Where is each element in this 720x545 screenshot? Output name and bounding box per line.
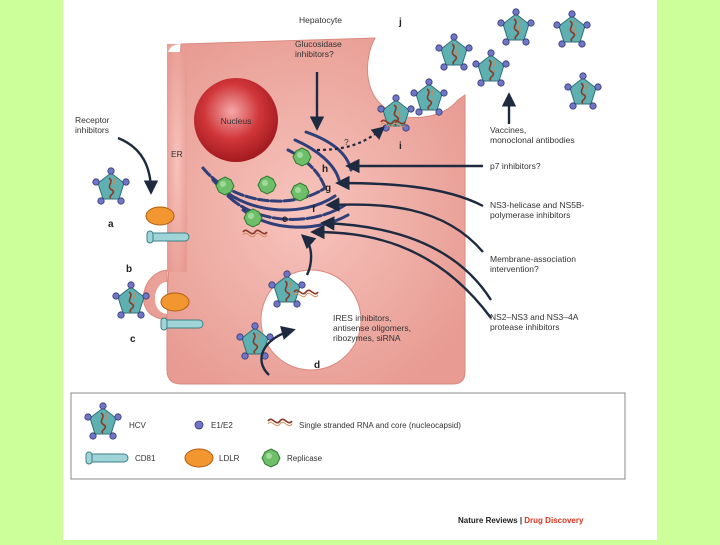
membrane-label-1: Membrane-association bbox=[490, 254, 576, 264]
ires-label-3: ribozymes, siRNA bbox=[333, 333, 401, 343]
step-a: a bbox=[108, 219, 114, 230]
legend-hcv: HCV bbox=[129, 421, 147, 430]
receptor-label-1: Receptor bbox=[75, 115, 110, 125]
hcv-virion-icon bbox=[552, 9, 592, 49]
cd81-receptor bbox=[160, 317, 204, 331]
step-c: c bbox=[130, 334, 136, 345]
p7-label: p7 inhibitors? bbox=[490, 161, 541, 171]
legend-cd81: CD81 bbox=[135, 454, 156, 463]
question-mark: ? bbox=[344, 137, 349, 147]
vaccines-label-1: Vaccines, bbox=[490, 125, 526, 135]
vaccines-label-2: monoclonal antibodies bbox=[490, 135, 575, 145]
ldlr-receptor bbox=[160, 292, 190, 312]
replicase-icon bbox=[257, 175, 277, 195]
step-d: d bbox=[314, 360, 320, 371]
protease-label-1: NS2–NS3 and NS3–4A bbox=[490, 312, 579, 322]
glucosidase-label-2: inhibitors? bbox=[295, 49, 334, 59]
e1e2-legend-icon bbox=[194, 420, 204, 430]
membrane-label-2: intervention? bbox=[490, 264, 539, 274]
protease-label-2: protease inhibitors bbox=[490, 322, 559, 332]
secretory-vesicle bbox=[371, 33, 455, 117]
er-label: ER bbox=[171, 149, 183, 159]
ldlr-legend-icon bbox=[184, 448, 214, 468]
hcv-virion-icon bbox=[496, 7, 536, 47]
inhibition-arrows bbox=[117, 72, 517, 376]
step-e: e bbox=[282, 214, 288, 225]
secretion-arrow bbox=[316, 126, 386, 152]
ldlr-receptor bbox=[145, 206, 175, 226]
ires-label-2: antisense oligomers, bbox=[333, 323, 411, 333]
hcv-virion-icon bbox=[92, 167, 130, 205]
diagram-canvas: Nucleus ER bbox=[70, 7, 626, 525]
ns3-label-1: NS3-helicase and NS5B- bbox=[490, 200, 585, 210]
cd81-legend-icon bbox=[85, 451, 129, 465]
receptor-label-2: inhibitors bbox=[75, 125, 109, 135]
cd81-receptor bbox=[146, 230, 190, 244]
replicase-icon bbox=[290, 182, 310, 202]
legend-rna: Single stranded RNA and core (nucleocaps… bbox=[299, 421, 461, 430]
replicase-icon bbox=[243, 208, 263, 228]
legend-box bbox=[70, 392, 626, 480]
journal-credit: Nature Reviews | Drug Discovery bbox=[458, 516, 584, 525]
hepatocyte-label: Hepatocyte bbox=[299, 15, 342, 25]
hcv-lifecycle-figure: Nucleus ER bbox=[63, 0, 657, 540]
nucleus bbox=[194, 78, 278, 162]
step-g: g bbox=[325, 183, 331, 194]
step-b: b bbox=[126, 264, 132, 275]
step-j: j bbox=[398, 17, 402, 28]
replicase-legend-icon bbox=[261, 448, 281, 468]
step-i: i bbox=[399, 141, 402, 152]
legend-replicase: Replicase bbox=[287, 454, 323, 463]
glucosidase-label-1: Glucosidase bbox=[295, 39, 342, 49]
ires-label-1: IRES inhibitors, bbox=[333, 313, 392, 323]
ns3-label-2: polymerase inhibitors bbox=[490, 210, 570, 220]
legend-e1e2: E1/E2 bbox=[211, 421, 233, 430]
hcv-virion-icon bbox=[563, 72, 603, 110]
nucleus-label: Nucleus bbox=[221, 116, 252, 126]
replicase-icon bbox=[292, 147, 312, 167]
step-f: f bbox=[312, 204, 316, 215]
replicase-icon bbox=[215, 176, 235, 196]
hcv-virion-icon bbox=[471, 48, 511, 87]
legend-ldlr: LDLR bbox=[219, 454, 240, 463]
step-h: h bbox=[322, 164, 328, 175]
